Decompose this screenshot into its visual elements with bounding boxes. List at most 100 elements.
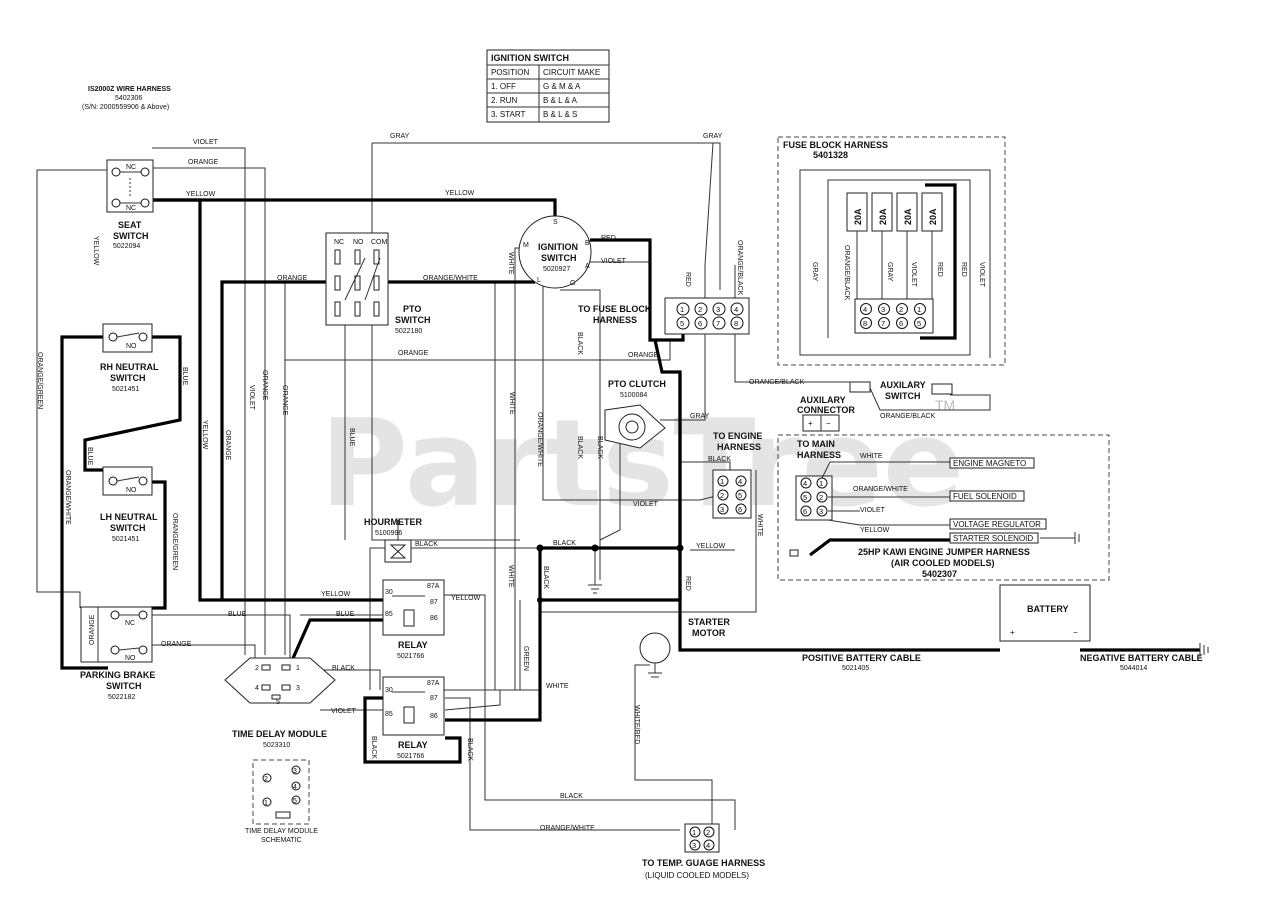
svg-text:TO FUSE BLOCK: TO FUSE BLOCK bbox=[578, 304, 652, 314]
svg-text:3: 3 bbox=[716, 305, 720, 314]
svg-text:TO MAIN: TO MAIN bbox=[797, 439, 835, 449]
svg-text:WHITE/RED: WHITE/RED bbox=[633, 705, 640, 744]
junction-dots bbox=[536, 544, 684, 603]
svg-text:IGNITION: IGNITION bbox=[538, 242, 578, 252]
svg-text:ORANGE: ORANGE bbox=[398, 350, 429, 357]
seat-switch: NC NC SEAT SWITCH 5022094 bbox=[106, 159, 154, 250]
svg-text:SEAT: SEAT bbox=[118, 220, 142, 230]
svg-text:ORANGE/WHITE: ORANGE/WHITE bbox=[540, 825, 595, 832]
svg-text:WHITE: WHITE bbox=[507, 565, 514, 588]
lh-neutral-switch: NO LH NEUTRAL SWITCH 5021451 bbox=[100, 466, 158, 543]
svg-text:RELAY: RELAY bbox=[398, 640, 428, 650]
svg-text:ORANGE/BLACK: ORANGE/BLACK bbox=[843, 245, 850, 301]
svg-text:GREEN: GREEN bbox=[522, 646, 529, 671]
svg-text:2: 2 bbox=[255, 665, 259, 672]
engine-harness-connector: 1 4 2 5 3 6 TO ENGINE HARNESS bbox=[712, 431, 762, 519]
svg-text:STARTER: STARTER bbox=[688, 617, 730, 627]
svg-text:ORANGE/GREEN: ORANGE/GREEN bbox=[36, 352, 43, 409]
svg-text:8: 8 bbox=[863, 319, 867, 328]
svg-text:B: B bbox=[585, 240, 590, 247]
svg-text:3: 3 bbox=[296, 685, 300, 692]
svg-text:2: 2 bbox=[899, 305, 903, 314]
svg-text:NC: NC bbox=[125, 620, 135, 627]
svg-text:5100996: 5100996 bbox=[375, 530, 402, 537]
ignition-switch-table: IGNITION SWITCH POSITION CIRCUIT MAKE 1.… bbox=[486, 49, 610, 123]
svg-text:ORANGE/BLACK: ORANGE/BLACK bbox=[736, 240, 743, 296]
svg-text:7: 7 bbox=[716, 319, 720, 328]
svg-text:4: 4 bbox=[293, 784, 297, 791]
svg-text:2: 2 bbox=[698, 305, 702, 314]
auxiliary-switch: AUXILARY SWITCH bbox=[849, 380, 953, 401]
svg-text:4: 4 bbox=[706, 841, 710, 850]
svg-text:RED: RED bbox=[960, 262, 967, 277]
svg-text:5020927: 5020927 bbox=[543, 266, 570, 273]
svg-text:+: + bbox=[808, 419, 813, 428]
svg-text:1: 1 bbox=[917, 305, 921, 314]
svg-text:+: + bbox=[1010, 628, 1015, 637]
svg-text:YELLOW: YELLOW bbox=[451, 595, 481, 602]
svg-text:ORANGE/WHITE: ORANGE/WHITE bbox=[423, 275, 478, 282]
svg-text:5021766: 5021766 bbox=[397, 753, 424, 760]
svg-text:4: 4 bbox=[863, 305, 867, 314]
svg-text:87A: 87A bbox=[427, 680, 440, 687]
svg-text:PARKING BRAKE: PARKING BRAKE bbox=[80, 670, 155, 680]
table-cell: G & M & A bbox=[543, 82, 581, 91]
svg-text:1: 1 bbox=[720, 477, 724, 486]
svg-text:1: 1 bbox=[264, 800, 268, 807]
svg-text:VIOLET: VIOLET bbox=[910, 262, 917, 288]
svg-text:BLACK: BLACK bbox=[576, 436, 583, 459]
svg-text:NC: NC bbox=[126, 164, 136, 171]
svg-text:PTO: PTO bbox=[403, 304, 421, 314]
svg-text:2: 2 bbox=[264, 776, 268, 783]
svg-text:5022094: 5022094 bbox=[113, 243, 140, 250]
svg-text:3: 3 bbox=[293, 768, 297, 775]
svg-text:ORANGE: ORANGE bbox=[261, 370, 268, 401]
svg-text:YELLOW: YELLOW bbox=[860, 527, 890, 534]
svg-text:5: 5 bbox=[738, 491, 742, 500]
svg-text:6: 6 bbox=[803, 507, 807, 516]
svg-text:GRAY: GRAY bbox=[811, 262, 818, 282]
svg-text:87: 87 bbox=[430, 695, 438, 702]
svg-text:ORANGE: ORANGE bbox=[188, 159, 219, 166]
pto-clutch: PTO CLUTCH 5100084 bbox=[604, 379, 666, 449]
svg-text:FUSE BLOCK HARNESS: FUSE BLOCK HARNESS bbox=[783, 140, 888, 150]
svg-text:RH NEUTRAL: RH NEUTRAL bbox=[100, 362, 159, 372]
positive-cable-label: POSITIVE BATTERY CABLE bbox=[802, 653, 921, 663]
svg-text:ORANGE: ORANGE bbox=[277, 275, 308, 282]
svg-text:NO: NO bbox=[353, 239, 364, 246]
table-cell: 2. RUN bbox=[491, 96, 517, 105]
svg-text:L: L bbox=[537, 277, 541, 284]
svg-text:ORANGE: ORANGE bbox=[224, 430, 231, 461]
svg-text:1: 1 bbox=[680, 305, 684, 314]
svg-text:3: 3 bbox=[819, 507, 823, 516]
svg-text:ORANGE: ORANGE bbox=[89, 614, 96, 645]
svg-text:5402307: 5402307 bbox=[922, 569, 957, 579]
svg-text:4: 4 bbox=[734, 305, 738, 314]
svg-text:5021451: 5021451 bbox=[112, 386, 139, 393]
svg-text:YELLOW: YELLOW bbox=[186, 191, 216, 198]
fuse-block-harness: FUSE BLOCK HARNESS 5401328 20A 20A 20A 2… bbox=[777, 136, 1006, 366]
svg-text:YELLOW: YELLOW bbox=[445, 190, 475, 197]
svg-text:HARNESS: HARNESS bbox=[797, 450, 841, 460]
svg-text:FUEL SOLENOID: FUEL SOLENOID bbox=[953, 492, 1017, 501]
svg-text:WHITE: WHITE bbox=[546, 683, 569, 690]
positive-cable-part: 5021405 bbox=[842, 665, 869, 672]
svg-text:87A: 87A bbox=[427, 583, 440, 590]
svg-text:HOURMETER: HOURMETER bbox=[364, 517, 422, 527]
svg-text:ORANGE/GREEN: ORANGE/GREEN bbox=[171, 513, 178, 570]
engine-jumper-harness: TO MAIN HARNESS 4 1 5 2 6 3 ENGINE MAGNE… bbox=[777, 434, 1110, 581]
watermark-tm: TM bbox=[935, 397, 955, 413]
svg-text:BLACK: BLACK bbox=[708, 456, 731, 463]
table-cell: 1. OFF bbox=[491, 82, 516, 91]
svg-text:20A: 20A bbox=[878, 208, 888, 225]
svg-text:G: G bbox=[570, 280, 575, 287]
svg-text:1: 1 bbox=[819, 479, 823, 488]
svg-text:RELAY: RELAY bbox=[398, 740, 428, 750]
table-header-circuit: CIRCUIT MAKE bbox=[543, 68, 600, 77]
svg-text:NO: NO bbox=[126, 343, 137, 350]
svg-text:3: 3 bbox=[692, 841, 696, 850]
svg-text:TIME DELAY MODULE: TIME DELAY MODULE bbox=[245, 828, 318, 835]
svg-text:RED: RED bbox=[601, 235, 616, 242]
rh-neutral-switch: NO RH NEUTRAL SWITCH 5021451 bbox=[100, 323, 159, 393]
svg-text:SWITCH: SWITCH bbox=[885, 391, 921, 401]
